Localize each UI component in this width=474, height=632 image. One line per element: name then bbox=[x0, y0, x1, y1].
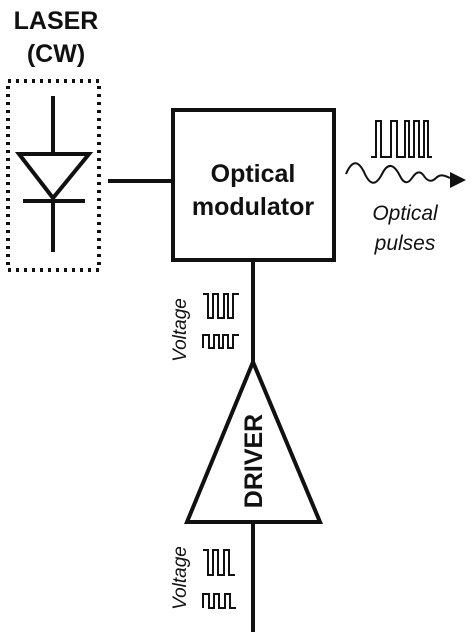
voltage-label-top: Voltage bbox=[170, 298, 191, 362]
voltage-waveform-top-icon bbox=[202, 334, 239, 349]
laser-enclosure bbox=[6, 79, 101, 272]
output-pulse-train-icon bbox=[371, 120, 432, 158]
modulator-label-line2: modulator bbox=[192, 193, 314, 221]
laser-subtitle: (CW) bbox=[27, 40, 85, 68]
modulator-label-line1: Optical bbox=[211, 160, 296, 188]
laser-title: LASER bbox=[14, 7, 99, 35]
voltage-waveform-bottom-icon-2 bbox=[202, 593, 236, 609]
optical-output-wave bbox=[345, 162, 451, 184]
output-label-line1: Optical bbox=[372, 202, 439, 225]
output-label-line2: pulses bbox=[374, 232, 436, 255]
laser-diode-icon bbox=[14, 96, 94, 252]
voltage-waveform-bottom-icon bbox=[203, 549, 235, 576]
optical-modulator-box bbox=[171, 108, 336, 262]
driver-label: DRIVER bbox=[240, 414, 268, 508]
output-arrow-icon bbox=[450, 172, 466, 188]
voltage-waveform-top-icon-2 bbox=[203, 293, 239, 319]
voltage-label-bottom: Voltage bbox=[170, 546, 191, 610]
